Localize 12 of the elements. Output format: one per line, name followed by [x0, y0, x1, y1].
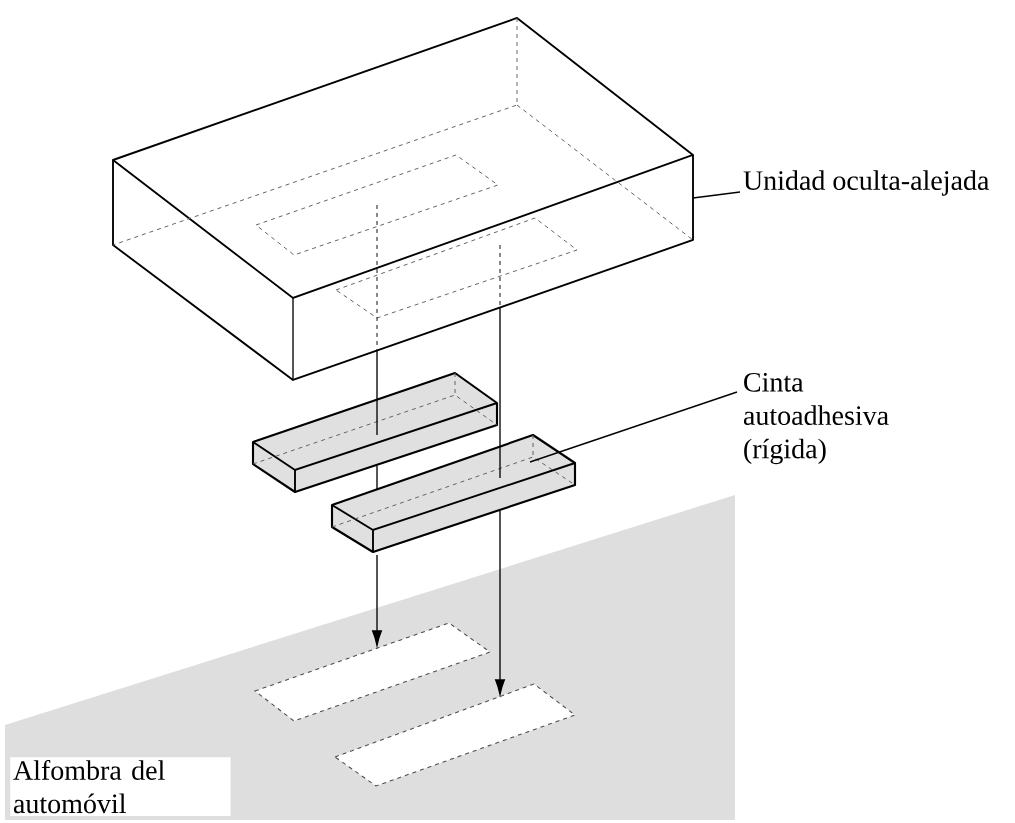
part-label: Cinta autoadhesiva (rígida)	[743, 372, 889, 465]
tape-strip	[251, 371, 499, 494]
arrow	[372, 554, 382, 647]
tape-strip	[330, 433, 577, 554]
connector-line	[376, 350, 378, 436]
part-label: Unidad oculta-alejada	[743, 170, 990, 196]
arrow	[495, 510, 505, 696]
connector-line	[499, 306, 501, 479]
leader-line	[692, 191, 741, 199]
connector-line	[376, 465, 378, 490]
leader-line	[529, 391, 738, 463]
storage-box-drawing	[112, 17, 694, 381]
